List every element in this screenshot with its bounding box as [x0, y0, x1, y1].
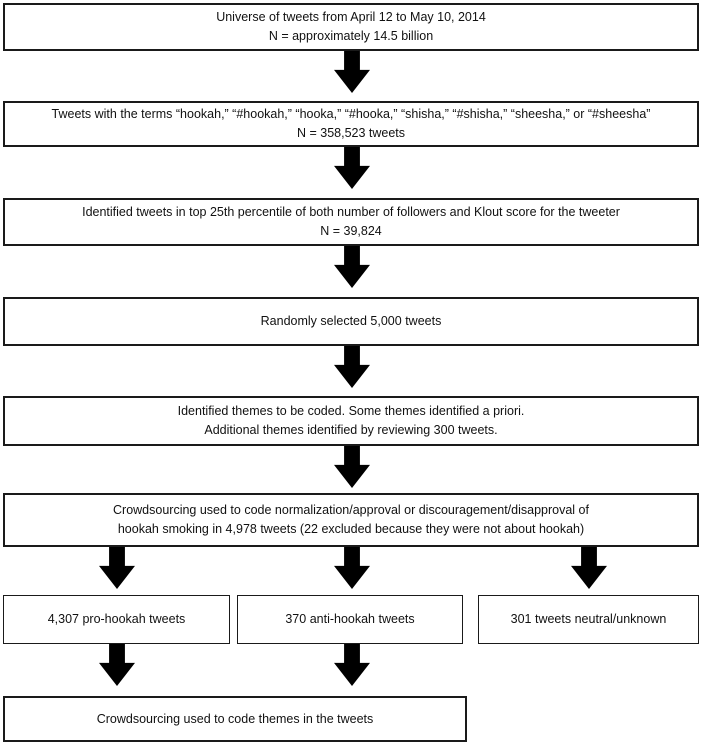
- step-crowdsourcing-sentiment-line2: hookah smoking in 4,978 tweets (22 exclu…: [117, 522, 585, 536]
- arrow-down-icon: [571, 547, 607, 589]
- step-crowdsourcing-themes-label: Crowdsourcing used to code themes in the…: [96, 711, 374, 726]
- step-crowdsourcing-sentiment-box: Crowdsourcing used to code normalization…: [3, 493, 699, 547]
- step-theme-identification-line2: Additional themes identified by reviewin…: [204, 423, 498, 437]
- arrow-down-icon: [334, 346, 370, 388]
- branch-pro-hookah-label: 4,307 pro-hookah tweets: [47, 612, 186, 626]
- step-random-sample-box: Randomly selected 5,000 tweets: [3, 297, 699, 346]
- branch-neutral-unknown-box: 301 tweets neutral/unknown: [478, 595, 699, 644]
- arrow-down-icon: [99, 547, 135, 589]
- step-random-sample-line1: Randomly selected 5,000 tweets: [260, 314, 442, 328]
- step-search-terms-box: Tweets with the terms “hookah,” “#hookah…: [3, 101, 699, 147]
- branch-anti-hookah-label: 370 anti-hookah tweets: [285, 612, 415, 626]
- step-search-terms-line1: Tweets with the terms “hookah,” “#hookah…: [51, 107, 651, 121]
- arrow-down-icon: [334, 644, 370, 686]
- arrow-down-icon: [334, 446, 370, 488]
- arrow-down-icon: [334, 547, 370, 589]
- step-universe-box: Universe of tweets from April 12 to May …: [3, 3, 699, 51]
- step-percentile-filter-line2: N = 39,824: [320, 224, 382, 238]
- step-percentile-filter-line1: Identified tweets in top 25th percentile…: [82, 205, 620, 219]
- step-crowdsourcing-sentiment-line1: Crowdsourcing used to code normalization…: [113, 503, 589, 517]
- arrow-down-icon: [334, 246, 370, 288]
- step-search-terms-line2: N = 358,523 tweets: [296, 126, 406, 140]
- arrow-down-icon: [99, 644, 135, 686]
- step-crowdsourcing-themes-box: Crowdsourcing used to code themes in the…: [3, 696, 467, 742]
- branch-neutral-unknown-label: 301 tweets neutral/unknown: [510, 612, 667, 626]
- step-theme-identification-line1: Identified themes to be coded. Some them…: [177, 404, 525, 418]
- step-percentile-filter-box: Identified tweets in top 25th percentile…: [3, 198, 699, 246]
- branch-anti-hookah-box: 370 anti-hookah tweets: [237, 595, 463, 644]
- branch-pro-hookah-box: 4,307 pro-hookah tweets: [3, 595, 230, 644]
- step-universe-line1: Universe of tweets from April 12 to May …: [216, 10, 486, 24]
- arrow-down-icon: [334, 147, 370, 189]
- step-theme-identification-box: Identified themes to be coded. Some them…: [3, 396, 699, 446]
- arrow-down-icon: [334, 51, 370, 93]
- step-universe-line2: N = approximately 14.5 billion: [268, 29, 434, 43]
